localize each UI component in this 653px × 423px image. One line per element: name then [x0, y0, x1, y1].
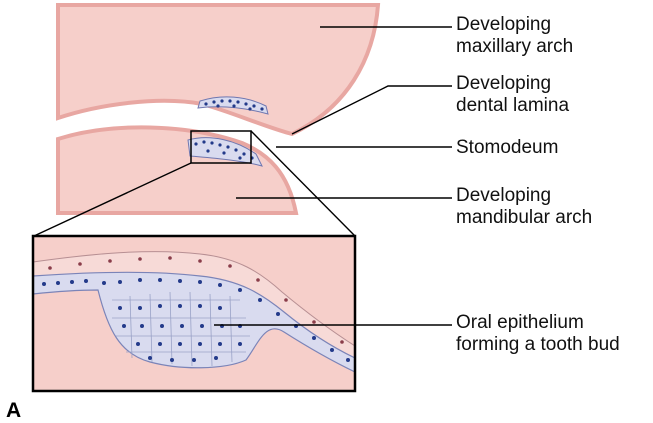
inset-detail — [33, 236, 355, 391]
panel-label: A — [6, 399, 21, 422]
label-mandibular-arch: Developing mandibular arch — [456, 185, 592, 228]
label-maxillary-arch: Developing maxillary arch — [456, 14, 573, 57]
label-oral-epithelium: Oral epithelium forming a tooth bud — [456, 312, 620, 355]
label-stomodeum: Stomodeum — [456, 137, 558, 158]
label-dental-lamina: Developing dental lamina — [456, 73, 569, 116]
